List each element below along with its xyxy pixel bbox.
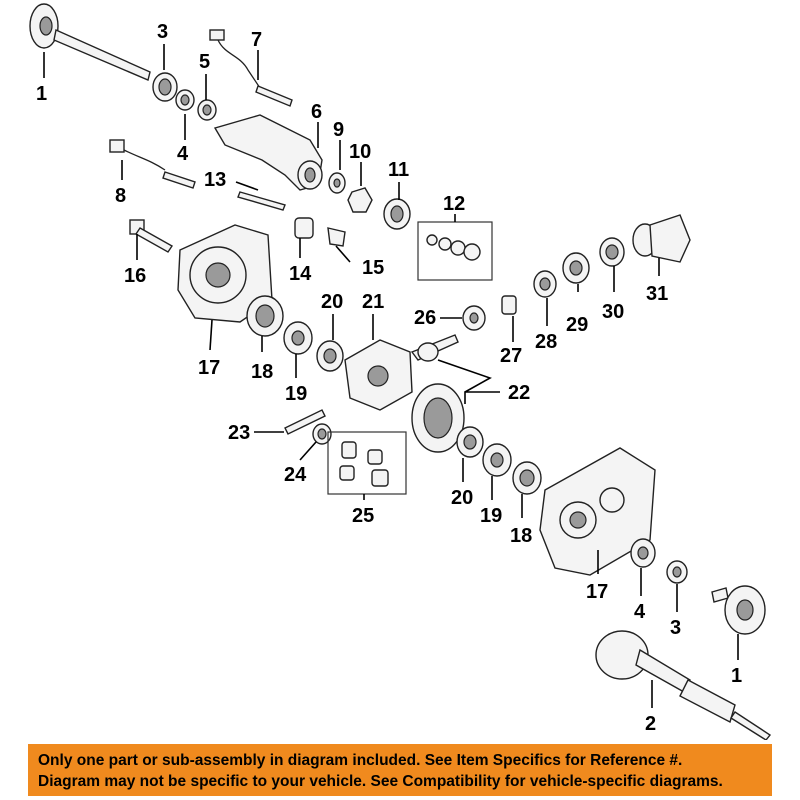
part-bearing-19-right bbox=[482, 443, 512, 477]
part-axle-housing-6 bbox=[213, 114, 323, 191]
callout-4-top: 4 bbox=[177, 143, 189, 165]
notice-line-1: Only one part or sub-assembly in diagram… bbox=[38, 752, 683, 769]
callout-6: 6 bbox=[311, 101, 322, 123]
part-pin-13 bbox=[237, 191, 286, 211]
callout-26: 26 bbox=[414, 307, 436, 329]
leader-lines bbox=[43, 44, 739, 708]
callout-17-left: 17 bbox=[198, 357, 220, 379]
part-seal-30 bbox=[599, 237, 625, 267]
part-yoke-31 bbox=[632, 214, 691, 263]
callout-23: 23 bbox=[228, 422, 250, 444]
part-clip-15 bbox=[327, 227, 346, 247]
part-bolt-16 bbox=[129, 219, 174, 253]
callout-3-top: 3 bbox=[157, 21, 168, 43]
part-sensor-8 bbox=[109, 139, 196, 189]
part-seal-kit-12 bbox=[417, 221, 493, 281]
notice-line-2: Diagram may not be specific to your vehi… bbox=[38, 773, 723, 790]
callout-24: 24 bbox=[284, 464, 307, 486]
callout-27: 27 bbox=[500, 345, 522, 367]
part-washer-24 bbox=[312, 423, 332, 445]
callout-11: 11 bbox=[388, 159, 409, 181]
part-bearing-29 bbox=[562, 252, 590, 284]
callout-12: 12 bbox=[443, 193, 465, 215]
part-carrier-17-left bbox=[177, 224, 273, 323]
callout-18-left: 18 bbox=[251, 361, 273, 383]
notice-banner: Only one part or sub-assembly in diagram… bbox=[28, 744, 772, 796]
callout-14: 14 bbox=[289, 263, 312, 285]
callout-5: 5 bbox=[199, 51, 210, 73]
part-pinion-26 bbox=[462, 305, 486, 331]
callout-20-right: 20 bbox=[451, 487, 473, 509]
callout-29: 29 bbox=[566, 314, 588, 336]
part-axle-shaft-top bbox=[29, 3, 151, 81]
part-cv-axle-2 bbox=[595, 630, 772, 740]
part-seal-top bbox=[152, 72, 178, 102]
callout-19-right: 19 bbox=[480, 505, 502, 527]
part-gear-kit-25 bbox=[327, 431, 407, 495]
part-bearing-19-left bbox=[283, 321, 313, 355]
part-washer-9 bbox=[328, 172, 346, 194]
callout-1-top: 1 bbox=[36, 83, 47, 105]
callout-7: 7 bbox=[251, 29, 262, 51]
part-bearing-11 bbox=[383, 198, 411, 230]
callout-9: 9 bbox=[333, 119, 344, 141]
callout-8: 8 bbox=[115, 185, 126, 207]
part-shaft-23 bbox=[284, 409, 326, 435]
callout-18-right: 18 bbox=[510, 525, 532, 547]
callout-numbers: 1 3 4 5 7 6 8 9 10 11 12 13 14 15 16 17 … bbox=[36, 21, 742, 735]
callout-15: 15 bbox=[362, 257, 384, 279]
callout-3-right: 3 bbox=[670, 617, 681, 639]
callout-10: 10 bbox=[349, 141, 371, 163]
part-seal-3-right bbox=[666, 560, 688, 584]
part-spacer-27 bbox=[501, 295, 517, 315]
part-ring-pinion-22 bbox=[410, 334, 465, 453]
part-bearing-20-left bbox=[316, 340, 344, 372]
callout-21: 21 bbox=[362, 291, 384, 313]
exploded-parts-diagram: 1 3 4 5 7 6 8 9 10 11 12 13 14 15 16 17 … bbox=[29, 3, 772, 740]
callout-31: 31 bbox=[646, 283, 668, 305]
callout-13: 13 bbox=[204, 169, 226, 191]
callout-17-right: 17 bbox=[586, 581, 608, 603]
part-bearing-20-right bbox=[456, 426, 484, 458]
callout-25: 25 bbox=[352, 505, 374, 527]
part-axle-flange-1-right bbox=[711, 585, 766, 635]
part-bushing-14 bbox=[294, 217, 314, 239]
callout-1-right: 1 bbox=[731, 665, 742, 687]
callout-19-left: 19 bbox=[285, 383, 307, 405]
part-sensor-7 bbox=[209, 29, 293, 107]
callout-4-right: 4 bbox=[634, 601, 646, 623]
callout-22: 22 bbox=[508, 382, 530, 404]
part-seal-18-right bbox=[512, 461, 542, 495]
callout-28: 28 bbox=[535, 331, 557, 353]
part-bearing-top bbox=[175, 89, 195, 111]
part-bearing-5 bbox=[197, 99, 217, 121]
callout-30: 30 bbox=[602, 301, 624, 323]
callout-20-left: 20 bbox=[321, 291, 343, 313]
part-bearing-4-right bbox=[630, 538, 656, 568]
part-carrier-17-right bbox=[539, 447, 656, 576]
callout-2: 2 bbox=[645, 713, 656, 735]
part-nut-10 bbox=[347, 187, 373, 213]
part-bearing-28 bbox=[533, 270, 557, 298]
part-diff-case-21 bbox=[344, 339, 413, 411]
part-seal-18-left bbox=[246, 295, 284, 337]
callout-16: 16 bbox=[124, 265, 146, 287]
